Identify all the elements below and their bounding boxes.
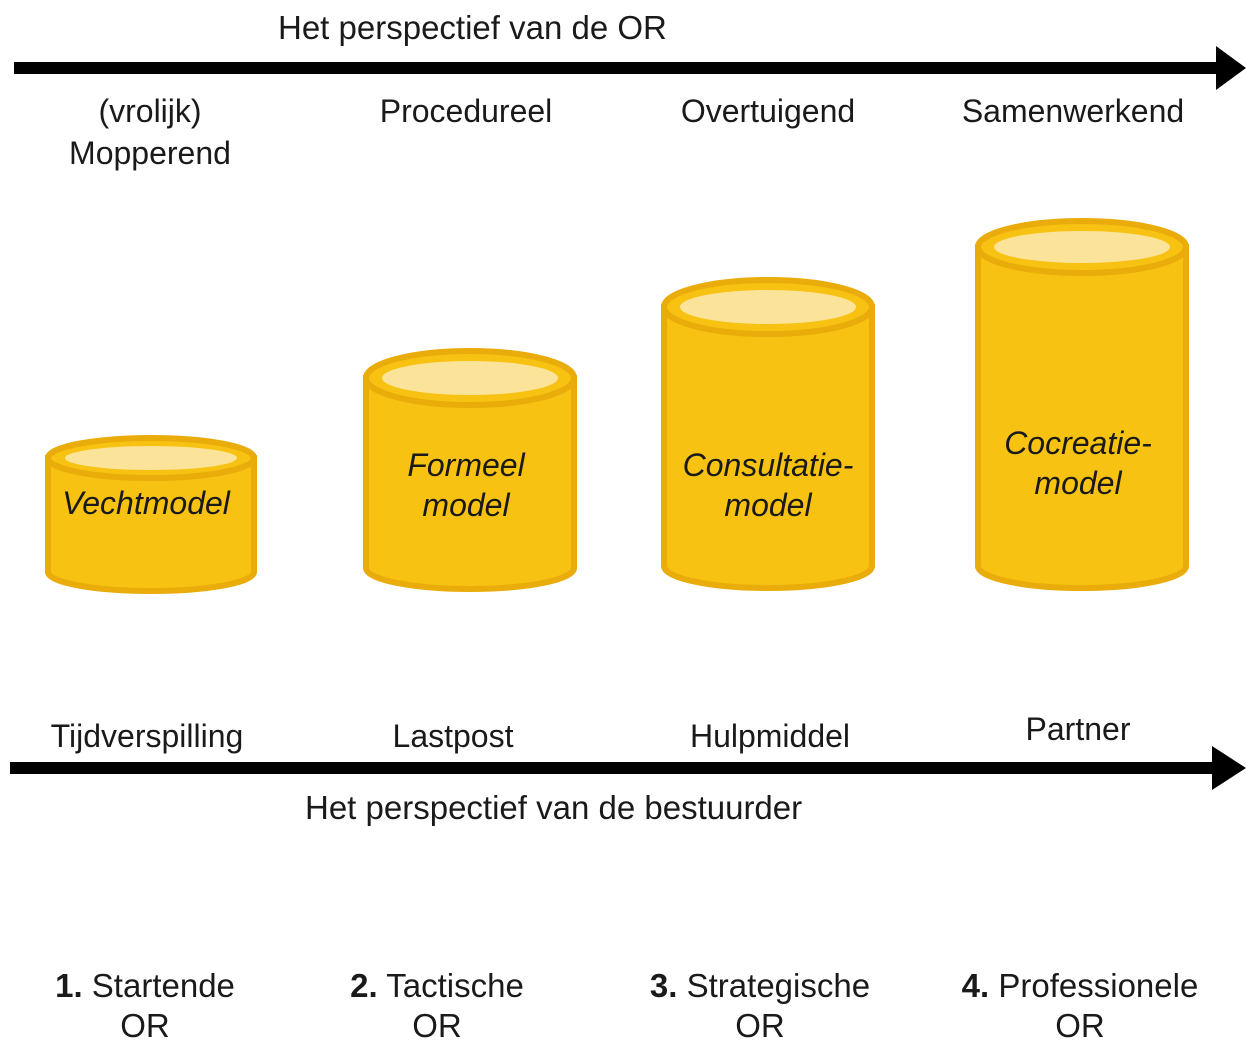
stage-label-1: 1. Startende OR xyxy=(35,966,255,1046)
model-label-4: Cocreatie- model xyxy=(968,423,1188,503)
model-label-4-line1: Cocreatie- xyxy=(1004,425,1152,461)
or-perspective-label-2: Procedureel xyxy=(379,93,553,129)
stage-number-2: 2. xyxy=(350,967,378,1004)
board-perspective-arrow xyxy=(10,746,1246,790)
board-perspective-title: Het perspectief van de bestuurder xyxy=(305,789,803,826)
board-perspective-label-2: Lastpost xyxy=(392,718,514,754)
or-perspective-label-4: Samenwerkend xyxy=(961,93,1185,129)
stage-number-4: 4. xyxy=(961,967,990,1004)
stage-label-3: 3. Strategische OR xyxy=(630,966,890,1046)
stage-name-1: Startende xyxy=(91,967,235,1004)
or-perspective-label-3: Overtuigend xyxy=(680,93,856,129)
stage-name-4: Professionele xyxy=(998,967,1199,1004)
model-label-4-line2: model xyxy=(1034,465,1122,501)
board-perspective-label-3: Hulpmiddel xyxy=(689,718,851,754)
or-perspective-label-1: (vrolijk) Mopperend xyxy=(69,93,231,171)
stage-suffix-1: OR xyxy=(120,1007,170,1044)
cylinder-cocreatie-model xyxy=(975,218,1189,591)
or-perspective-arrow xyxy=(14,46,1246,90)
stage-label-2: 2. Tactische OR xyxy=(327,966,547,1046)
model-label-1-line1: Vechtmodel xyxy=(62,485,230,521)
stage-label-4: 4. Professionele OR xyxy=(944,966,1216,1046)
stage-name-2: Tactische xyxy=(386,967,524,1004)
cylinder-consultatie-model xyxy=(661,277,875,591)
stage-name-3: Strategische xyxy=(686,967,871,1004)
board-perspective-label-1: Tijdverspilling xyxy=(50,718,244,754)
stage-number-1: 1. xyxy=(55,967,83,1004)
stage-suffix-2: OR xyxy=(412,1007,462,1044)
model-label-2: Formeel model xyxy=(356,445,576,525)
cylinder-vechtmodel xyxy=(45,435,257,594)
model-label-1: Vechtmodel xyxy=(36,483,256,523)
stage-suffix-3: OR xyxy=(735,1007,785,1044)
stage-suffix-4: OR xyxy=(1055,1007,1105,1044)
or-perspective-title: Het perspectief van de OR xyxy=(278,9,667,46)
cylinder-formeel-model xyxy=(363,348,577,592)
model-label-3-line2: model xyxy=(724,487,812,523)
model-label-2-line1: Formeel xyxy=(407,447,525,483)
board-perspective-label-4: Partner xyxy=(1025,711,1131,747)
model-label-3: Consultatie- model xyxy=(658,445,878,525)
model-label-2-line2: model xyxy=(422,487,510,523)
model-label-3-line1: Consultatie- xyxy=(682,447,854,483)
stage-number-3: 3. xyxy=(649,967,678,1004)
